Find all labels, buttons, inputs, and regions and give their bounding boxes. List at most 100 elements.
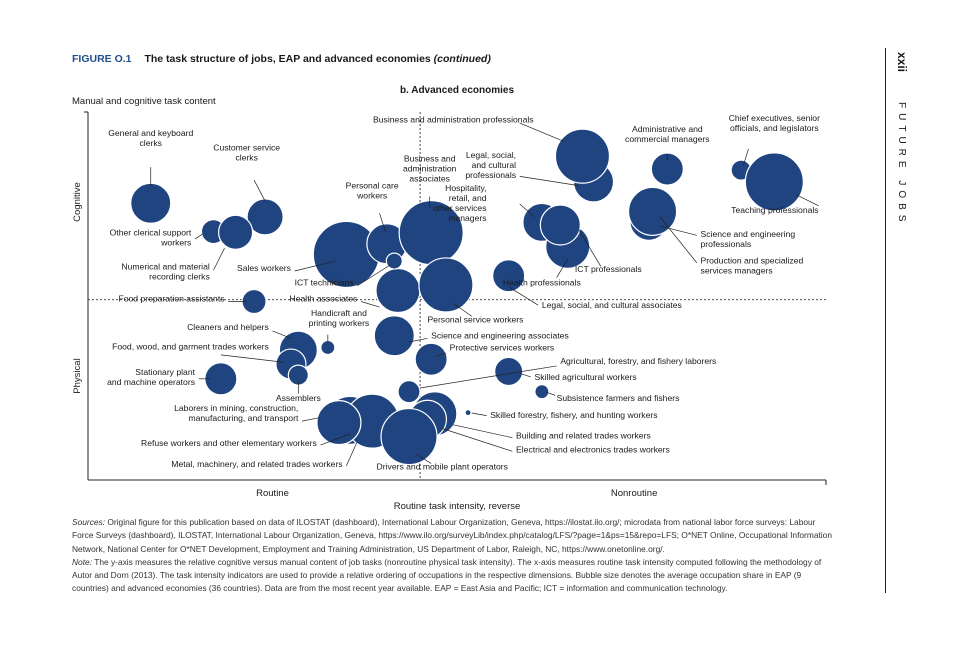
bubble-label-line: Cleaners and helpers — [187, 322, 269, 332]
y-tick-label-cognitive: Cognitive — [72, 182, 83, 222]
bubble-label: Drivers and mobile plant operators — [377, 462, 508, 472]
bubble — [554, 128, 611, 184]
leader-line — [253, 179, 266, 202]
leader-line — [508, 286, 539, 306]
note-label: Note: — [72, 556, 93, 567]
bubble — [380, 407, 438, 466]
bubble — [650, 152, 684, 186]
bubble-label-line: Building and related trades workers — [516, 430, 651, 440]
bubble — [744, 152, 804, 212]
bubble-label-line: officials, and legislators — [730, 123, 819, 133]
bubble-label: Health professionals — [503, 278, 581, 288]
leader-line — [320, 433, 351, 446]
figure-note: Note: The y-axis measures the relative c… — [72, 556, 832, 596]
bubble-label: Subsistence farmers and fishers — [557, 393, 680, 403]
bubble-label: Food, wood, and garment trades workers — [112, 341, 269, 351]
leader-line — [519, 122, 565, 142]
bubble-label: Food preparation assistants — [118, 294, 224, 304]
bubble — [492, 259, 526, 293]
figure-continued: (continued) — [433, 53, 491, 65]
bubble-label: Skilled agricultural workers — [534, 372, 636, 382]
bubble-label: Protective services workers — [450, 342, 555, 352]
bubble-label-line: and cultural — [472, 160, 517, 170]
bubble-label-line: Electrical and electronics trades worker… — [516, 444, 670, 454]
leader-line — [519, 372, 531, 378]
bubble-label-line: and machine operators — [107, 377, 195, 387]
bubble-label-line: Stationary plant — [135, 367, 195, 377]
bubble-label-line: Food preparation assistants — [118, 294, 224, 304]
bubble-label: Health associates — [290, 294, 358, 304]
leader-line — [546, 392, 556, 396]
bubble-label-line: Science and engineering associates — [431, 330, 569, 340]
leader-line — [471, 412, 487, 416]
bubble-label-line: Legal, social, and cultural associates — [542, 300, 682, 310]
leader-line — [434, 352, 447, 358]
leader-line — [360, 301, 380, 308]
bubble-label-line: Drivers and mobile plant operators — [377, 462, 508, 472]
bubble — [397, 380, 421, 404]
bubble-label: Legal, social, and cultural associates — [542, 300, 682, 310]
y-tick-label-physical: Physical — [72, 358, 83, 393]
bubble-label-line: Business and — [404, 154, 456, 164]
leader-line — [453, 424, 513, 439]
bubble — [218, 214, 254, 250]
bubble-label-line: Numerical and material — [121, 262, 209, 272]
bubble-label-line: Hospitality, — [445, 183, 486, 193]
bubble-label-line: administration — [403, 164, 457, 174]
bubble-label: Cleaners and helpers — [187, 322, 269, 332]
bubble-label-line: Refuse workers and other elementary work… — [141, 438, 317, 448]
sources-label: Sources: — [72, 517, 106, 527]
bubble-label-line: Sales workers — [237, 263, 291, 273]
bubble — [627, 186, 678, 236]
bubble — [375, 267, 421, 314]
sources-text: Original figure for this publication bas… — [72, 517, 832, 554]
leader-line — [272, 330, 292, 339]
bubble-label: Metal, machinery, and related trades wor… — [171, 459, 342, 469]
bubble — [539, 204, 581, 246]
leader-line — [379, 213, 386, 232]
bubble-label: Laborers in mining, construction,manufac… — [174, 403, 299, 423]
figure-title-text: The task structure of jobs, EAP and adva… — [144, 53, 431, 65]
note-text: The y-axis measures the relative cogniti… — [72, 556, 822, 594]
bubble — [373, 315, 415, 357]
bubble-label: Refuse workers and other elementary work… — [141, 438, 317, 448]
figure-title: FIGURE O.1 The task structure of jobs, E… — [72, 53, 491, 65]
leader-line — [420, 365, 557, 389]
leader-line — [194, 233, 203, 240]
bubble-label-line: Teaching professionals — [731, 205, 818, 215]
bubble-label-line: printing workers — [309, 318, 370, 328]
bubble-label-line: Laborers in mining, construction, — [174, 403, 298, 413]
bubble-label: ICT technicians — [295, 278, 354, 288]
bubble-label-line: Health professionals — [503, 278, 581, 288]
bubble — [418, 257, 474, 313]
bubble-label: Business and administration professional… — [373, 114, 534, 124]
bubble-label-line: General and keyboard — [108, 128, 193, 138]
bubble-label: ICT professionals — [575, 264, 642, 274]
leader-line — [213, 248, 225, 271]
figure-number: FIGURE O.1 — [72, 53, 132, 65]
leader-line — [357, 264, 391, 286]
bubble — [130, 182, 172, 224]
bubble-label: Science and engineering associates — [431, 330, 569, 340]
bubble-label: Skilled forestry, fishery, and hunting w… — [490, 410, 657, 420]
bubble — [246, 198, 284, 236]
bubble-label-line: workers — [160, 237, 191, 247]
bubble-label-line: Assemblers — [276, 393, 321, 403]
bubble-label-line: Agricultural, forestry, and fishery labo… — [560, 356, 716, 366]
leader-line — [416, 453, 432, 464]
bubble — [385, 252, 403, 270]
bubble-label-line: clerks — [140, 138, 162, 148]
bubble-label: Sales workers — [237, 263, 291, 273]
leader-line — [294, 260, 336, 272]
leader-line — [659, 225, 697, 236]
bubble — [464, 409, 472, 417]
